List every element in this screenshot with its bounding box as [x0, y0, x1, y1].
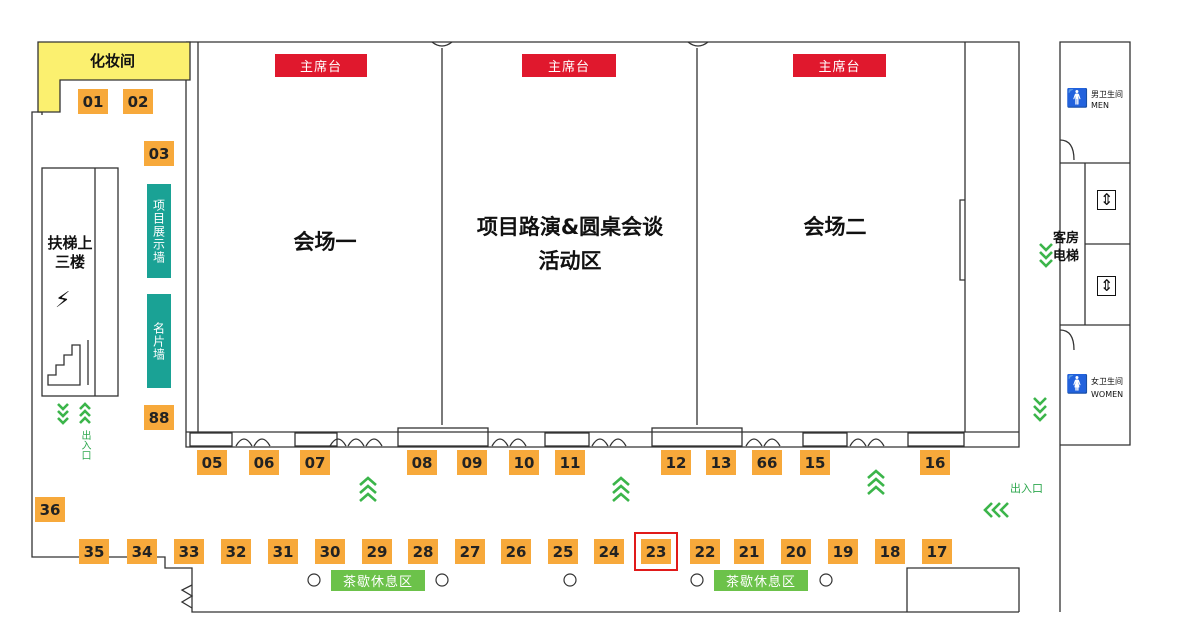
booth[interactable]: 05 — [197, 450, 227, 475]
booth[interactable]: 31 — [268, 539, 298, 564]
booth[interactable]: 12 — [661, 450, 691, 475]
booth[interactable]: 13 — [706, 450, 736, 475]
booth[interactable]: 27 — [455, 539, 485, 564]
business-card-wall: 名片墙 — [147, 294, 171, 388]
makeup-room — [37, 41, 191, 113]
tea-table — [690, 573, 704, 587]
booth-selected[interactable]: 23 — [634, 532, 678, 571]
exit-right-label: 出入口 — [1010, 482, 1043, 495]
booth[interactable]: 33 — [174, 539, 204, 564]
booth[interactable]: 06 — [249, 450, 279, 475]
booth[interactable]: 29 — [362, 539, 392, 564]
booth[interactable]: 17 — [922, 539, 952, 564]
stage-hall2: 主席台 — [793, 54, 886, 77]
booth[interactable]: 25 — [548, 539, 578, 564]
left-arrow-icon — [983, 502, 1009, 518]
elevator-label-line1: 客房 — [1053, 231, 1080, 246]
booth[interactable]: 15 — [800, 450, 830, 475]
booth[interactable]: 16 — [920, 450, 950, 475]
tea-table — [307, 573, 321, 587]
booth[interactable]: 09 — [457, 450, 487, 475]
elevator-icon: ⇕ — [1097, 190, 1117, 210]
men-restroom-en: MEN — [1091, 101, 1109, 110]
booth[interactable]: 32 — [221, 539, 251, 564]
booth[interactable]: 34 — [127, 539, 157, 564]
booth[interactable]: 02 — [123, 89, 153, 114]
down-arrow-icon — [1039, 243, 1053, 268]
stage-hall-mid: 主席台 — [522, 54, 616, 77]
elevator-icon: ⇕ — [1097, 276, 1117, 296]
booth[interactable]: 30 — [315, 539, 345, 564]
down-arrow-icon — [57, 403, 69, 425]
escalator-icon: ⚡ — [55, 288, 71, 313]
booth[interactable]: 20 — [781, 539, 811, 564]
booth[interactable]: 66 — [752, 450, 782, 475]
exit-left-label: 出入口 — [79, 430, 90, 460]
up-arrow-icon — [359, 476, 377, 502]
booth[interactable]: 08 — [407, 450, 437, 475]
hall-mid-label-line2: 活动区 — [538, 249, 602, 273]
tea-break-area-right: 茶歇休息区 — [714, 570, 808, 591]
makeup-room-label: 化妆间 — [90, 52, 136, 70]
hall-mid-label-line1: 项目路演&圆桌会谈 — [476, 215, 664, 239]
down-arrow-icon — [1033, 397, 1047, 422]
booth[interactable]: 01 — [78, 89, 108, 114]
project-display-wall: 项目展示墙 — [147, 184, 171, 278]
booth[interactable]: 21 — [734, 539, 764, 564]
booth[interactable]: 22 — [690, 539, 720, 564]
booth[interactable]: 35 — [79, 539, 109, 564]
up-arrow-icon — [79, 402, 91, 424]
booth[interactable]: 18 — [875, 539, 905, 564]
booth[interactable]: 10 — [509, 450, 539, 475]
booth[interactable]: 28 — [408, 539, 438, 564]
women-restroom-en: WOMEN — [1091, 390, 1124, 399]
up-arrow-icon — [612, 476, 630, 502]
men-restroom-cn: 男卫生间 — [1091, 90, 1123, 99]
escalator-label-line1: 扶梯上 — [47, 234, 93, 252]
elevator-label-line2: 电梯 — [1053, 249, 1080, 264]
women-restroom-icon: 🚺 — [1066, 374, 1089, 395]
hall2-label: 会场二 — [803, 215, 867, 239]
escalator-label-line2: 三楼 — [54, 253, 85, 271]
booth[interactable]: 36 — [35, 497, 65, 522]
tea-table — [819, 573, 833, 587]
stage-hall1: 主席台 — [275, 54, 367, 77]
men-restroom-icon: 🚹 — [1066, 88, 1089, 109]
booth[interactable]: 24 — [594, 539, 624, 564]
up-arrow-icon — [867, 469, 885, 495]
booth[interactable]: 26 — [501, 539, 531, 564]
tea-table — [435, 573, 449, 587]
tea-table — [563, 573, 577, 587]
booth[interactable]: 88 — [144, 405, 174, 430]
booth[interactable]: 11 — [555, 450, 585, 475]
booth[interactable]: 07 — [300, 450, 330, 475]
booth[interactable]: 19 — [828, 539, 858, 564]
booth[interactable]: 03 — [144, 141, 174, 166]
tea-break-area-left: 茶歇休息区 — [331, 570, 425, 591]
hall1-label: 会场一 — [293, 230, 357, 254]
women-restroom-cn: 女卫生间 — [1091, 377, 1123, 386]
